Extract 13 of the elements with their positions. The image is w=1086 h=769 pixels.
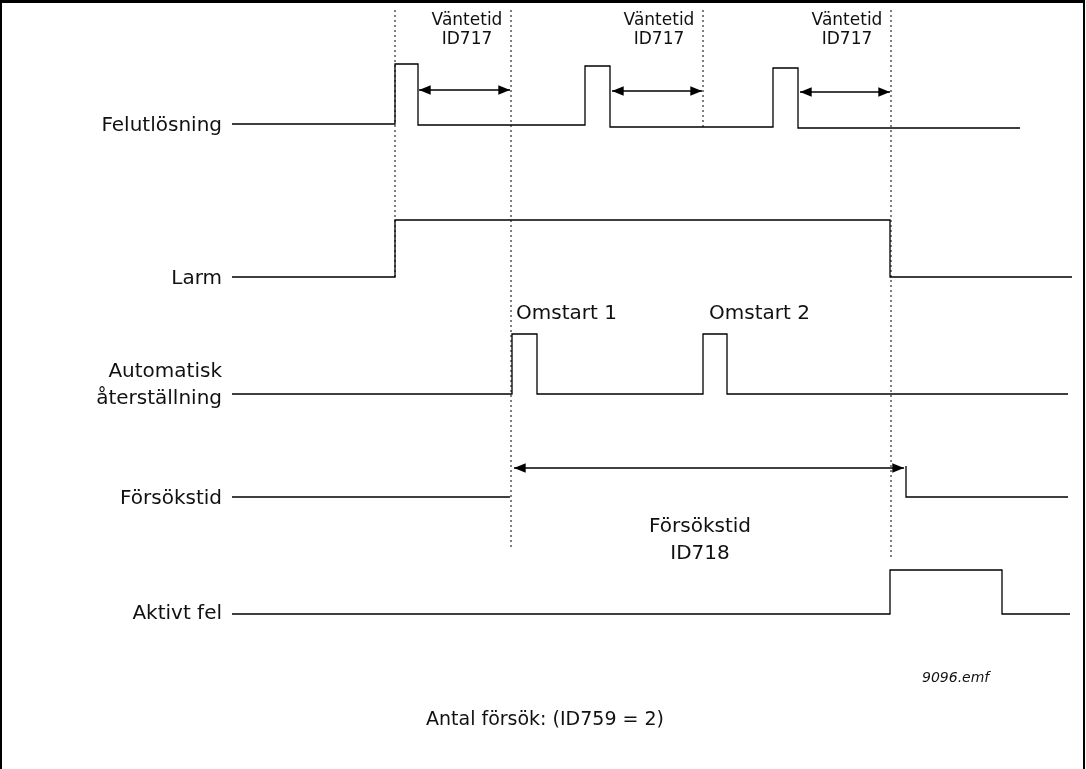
signal-label: 9096.emf bbox=[922, 668, 992, 687]
signal-label: Omstart 1 bbox=[516, 299, 618, 325]
signal-label: Väntetid ID717 bbox=[430, 10, 504, 48]
signal-label: Försökstid ID718 bbox=[648, 512, 752, 566]
signal-label: Väntetid ID717 bbox=[810, 10, 884, 48]
signal-label: Larm bbox=[170, 264, 222, 290]
signal-label: Omstart 2 bbox=[709, 299, 811, 325]
signal-label: Väntetid ID717 bbox=[622, 10, 696, 48]
signal-label: Felutlösning bbox=[100, 111, 222, 137]
signal-label: Automatisk återställning bbox=[95, 357, 222, 411]
signal-label: Försökstid bbox=[119, 484, 222, 510]
signal-label: Aktivt fel bbox=[131, 599, 222, 625]
caption: Antal försök: (ID759 = 2) bbox=[425, 706, 665, 731]
